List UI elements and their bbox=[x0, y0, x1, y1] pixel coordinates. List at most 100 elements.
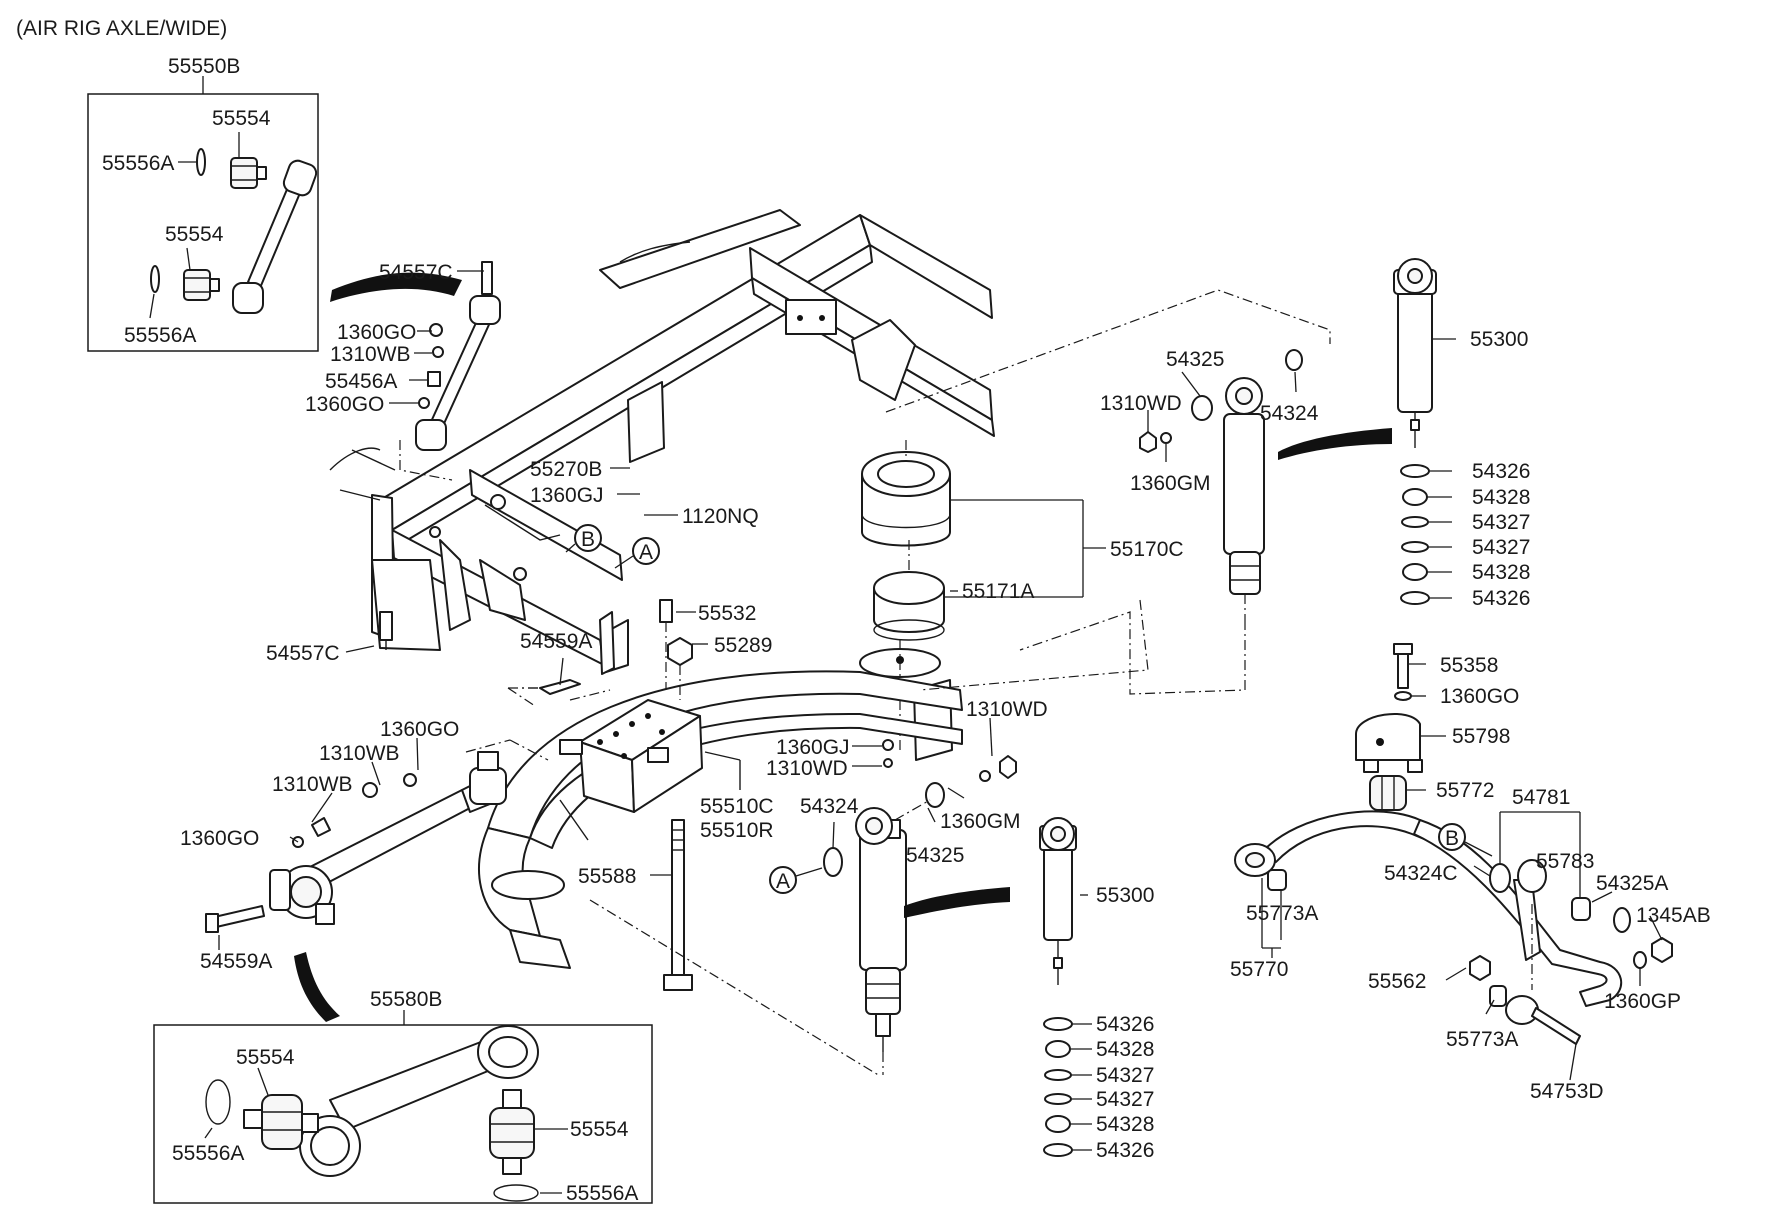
bushing-lower bbox=[183, 269, 220, 301]
label-55358: 55358 bbox=[1440, 654, 1498, 677]
dashed-guides bbox=[399, 289, 1331, 1077]
label-55772: 55772 bbox=[1436, 779, 1494, 802]
label-1310WD-b: 1310WD bbox=[966, 698, 1048, 721]
label-54327-b: 54327 bbox=[1096, 1088, 1154, 1111]
label-55783: 55783 bbox=[1536, 850, 1594, 873]
shock-absorber-upper-mid bbox=[1139, 349, 1303, 620]
shock-absorber-left bbox=[823, 755, 1017, 1075]
washer-icon bbox=[925, 782, 945, 808]
label-55510C: 55510C bbox=[700, 795, 774, 818]
bushing-right-inset bbox=[489, 1089, 535, 1175]
central-fasteners bbox=[507, 599, 894, 991]
washer-icon bbox=[1285, 349, 1303, 371]
bolt-icon bbox=[379, 611, 393, 641]
chassis-frame bbox=[329, 209, 995, 675]
label-55773A-a: 55773A bbox=[1246, 902, 1318, 925]
bushing-icon bbox=[1045, 1115, 1071, 1133]
label-1360GO-a: 1360GO bbox=[337, 321, 416, 344]
label-1360GO-b: 1360GO bbox=[305, 393, 384, 416]
ref-circle-a1: A bbox=[632, 537, 660, 565]
label-54324-b: 54324 bbox=[1260, 402, 1319, 425]
washer-icon bbox=[1044, 1069, 1072, 1081]
label-55773A-b: 55773A bbox=[1446, 1028, 1518, 1051]
snap-ring-icon bbox=[493, 1184, 539, 1202]
bushing-icon bbox=[1402, 488, 1428, 506]
label-54327-c: 54327 bbox=[1472, 511, 1530, 534]
shock-absorber-middle bbox=[904, 817, 1077, 1157]
ref-b2-text: B bbox=[1445, 827, 1459, 850]
label-55510R: 55510R bbox=[700, 819, 774, 842]
label-54328-b: 54328 bbox=[1096, 1113, 1154, 1136]
label-55588: 55588 bbox=[578, 865, 636, 888]
label-55270B: 55270B bbox=[530, 458, 602, 481]
stabilizer-assembly bbox=[1234, 643, 1673, 1045]
label-55300-a: 55300 bbox=[1096, 884, 1154, 907]
snap-ring-icon bbox=[150, 265, 160, 293]
bushing-upper bbox=[230, 157, 267, 189]
label-55556A-top-b: 55556A bbox=[124, 324, 196, 347]
air-spring-assembly bbox=[859, 440, 1106, 761]
leader-lines bbox=[218, 270, 1663, 1151]
label-55171A: 55171A bbox=[962, 580, 1034, 603]
arrow-icon bbox=[294, 952, 340, 1022]
label-54325A: 54325A bbox=[1596, 872, 1668, 895]
label-55562: 55562 bbox=[1368, 970, 1426, 993]
bushing-left-inset bbox=[243, 1094, 319, 1150]
snap-ring-icon bbox=[196, 148, 206, 176]
label-54327-a: 54327 bbox=[1096, 1064, 1154, 1087]
label-1345AB: 1345AB bbox=[1636, 904, 1711, 927]
label-55170C: 55170C bbox=[1110, 538, 1184, 561]
u-bolt-icon bbox=[671, 819, 685, 976]
washer-icon bbox=[1400, 591, 1430, 605]
ref-circle-a2: A bbox=[769, 866, 797, 894]
label-54324-a: 54324 bbox=[800, 795, 859, 818]
ref-circle-b1: B bbox=[574, 524, 602, 552]
ref-a1-text: A bbox=[639, 541, 653, 564]
label-55798: 55798 bbox=[1452, 725, 1510, 748]
label-54326-c: 54326 bbox=[1472, 460, 1530, 483]
bushing-icon bbox=[1402, 563, 1428, 581]
part-labels: 55550B 55554 55556A 55554 55556A 54557C … bbox=[102, 55, 1711, 1205]
label-55556A-bottom-b: 55556A bbox=[566, 1182, 638, 1205]
label-54326-d: 54326 bbox=[1472, 587, 1530, 610]
label-54328-a: 54328 bbox=[1096, 1038, 1154, 1061]
inset-lower-link-assembly bbox=[153, 1010, 653, 1204]
label-1120NQ: 1120NQ bbox=[682, 505, 759, 528]
label-55554-bottom-a: 55554 bbox=[236, 1046, 295, 1069]
washer-icon bbox=[1043, 1143, 1073, 1157]
shock-absorber-right bbox=[1278, 258, 1437, 605]
upper-link-rod bbox=[232, 159, 318, 314]
label-1310WB-b: 1310WB bbox=[319, 742, 400, 765]
label-54325-a: 54325 bbox=[906, 844, 964, 867]
label-54326-b: 54326 bbox=[1096, 1139, 1154, 1162]
washer-icon bbox=[1401, 516, 1429, 528]
label-1360GM-b: 1360GM bbox=[1130, 472, 1211, 495]
ref-b1-text: B bbox=[581, 528, 595, 551]
label-1360GO-d: 1360GO bbox=[180, 827, 259, 850]
label-55456A: 55456A bbox=[325, 370, 397, 393]
pin-icon bbox=[659, 599, 673, 623]
label-54328-d: 54328 bbox=[1472, 561, 1530, 584]
label-1310WB-c: 1310WB bbox=[272, 773, 353, 796]
washer-icon bbox=[1191, 395, 1213, 421]
label-1360GJ-b: 1360GJ bbox=[776, 736, 850, 759]
label-54328-c: 54328 bbox=[1472, 486, 1530, 509]
diagram-title: (AIR RIG AXLE/WIDE) bbox=[16, 17, 227, 40]
label-1310WD-c: 1310WD bbox=[1100, 392, 1182, 415]
label-1360GM-a: 1360GM bbox=[940, 810, 1021, 833]
label-1310WD-a: 1310WD bbox=[766, 757, 848, 780]
axle-beam bbox=[478, 670, 963, 969]
label-55556A-top-a: 55556A bbox=[102, 152, 174, 175]
washer-icon bbox=[823, 847, 843, 877]
lower-link bbox=[205, 739, 549, 933]
label-55289: 55289 bbox=[714, 634, 772, 657]
label-54325-b: 54325 bbox=[1166, 348, 1224, 371]
washer-icon bbox=[1613, 907, 1631, 933]
label-54559A-b: 54559A bbox=[200, 950, 272, 973]
nut-icon bbox=[667, 637, 693, 666]
arrow-icon bbox=[904, 887, 1010, 918]
ref-a2-text: A bbox=[776, 870, 790, 893]
label-55300-b: 55300 bbox=[1470, 328, 1528, 351]
label-1310WB-a: 1310WB bbox=[330, 343, 411, 366]
